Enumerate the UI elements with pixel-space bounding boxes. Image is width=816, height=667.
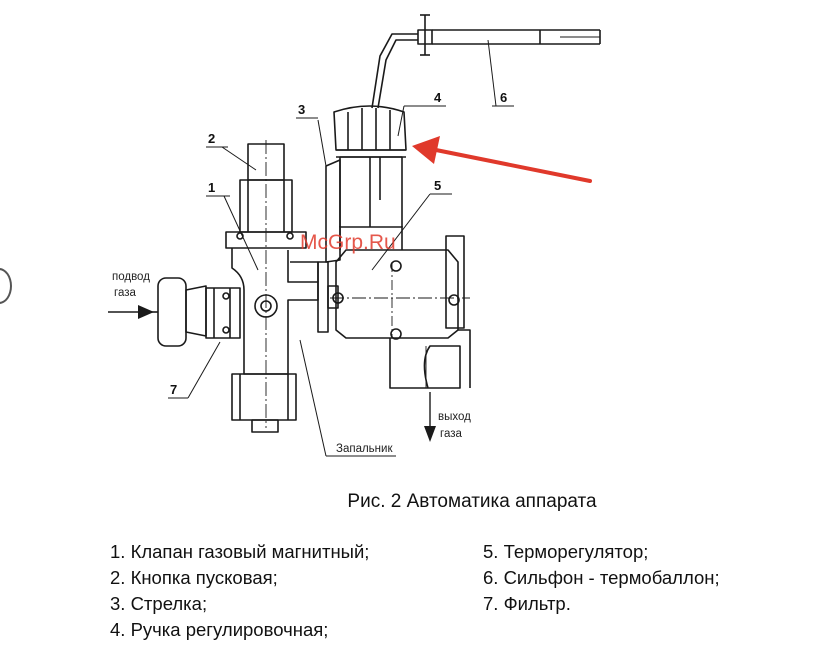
flow-labels: подвод газа выход газа Запальник xyxy=(112,271,471,455)
magnetic-valve-part xyxy=(225,231,319,433)
figure-caption: Рис. 2 Автоматика аппарата xyxy=(347,491,597,512)
gas-inlet-label-line1: подвод xyxy=(112,271,150,283)
callout-7: 7 xyxy=(170,382,177,397)
adjusting-knob-part xyxy=(333,105,407,228)
connector-part xyxy=(317,261,339,333)
legend-item: 4. Ручка регулировочная; xyxy=(110,619,329,640)
gas-outlet-label-line2: газа xyxy=(440,428,462,440)
leader-lines xyxy=(168,39,514,457)
callout-6: 6 xyxy=(500,90,507,105)
legend-right: 5. Терморегулятор; 6. Сильфон - термобал… xyxy=(483,539,720,617)
callout-2: 2 xyxy=(208,131,215,146)
legend-item: 6. Сильфон - термобаллон; xyxy=(483,567,720,588)
callout-4: 4 xyxy=(434,90,442,105)
watermark-text: McGrp.Ru xyxy=(300,231,396,254)
callout-numbers: 1 2 3 4 5 6 7 xyxy=(170,90,507,397)
pointer-part xyxy=(317,119,341,263)
legend-item: 2. Кнопка пусковая; xyxy=(110,567,278,588)
thermostat-part xyxy=(330,226,471,389)
callout-5: 5 xyxy=(434,178,441,193)
legend-item: 1. Клапан газовый магнитный; xyxy=(110,541,370,562)
callout-1: 1 xyxy=(208,180,215,195)
gas-inlet-arrow xyxy=(108,305,154,319)
thermo-bulb-part xyxy=(371,14,601,109)
legend-left: 1. Клапан газовый магнитный; 2. Кнопка п… xyxy=(110,539,369,643)
red-pointer-arrow xyxy=(412,136,592,183)
legend-item: 3. Стрелка; xyxy=(110,593,208,614)
gas-outlet-arrow xyxy=(424,392,436,442)
filter-part xyxy=(150,277,241,347)
callout-3: 3 xyxy=(298,102,305,117)
gas-inlet-label-line2: газа xyxy=(114,287,136,299)
pilot-label: Запальник xyxy=(336,443,393,455)
legend-item: 7. Фильтр. xyxy=(483,593,571,614)
gas-outlet-label-line1: выход xyxy=(438,411,471,423)
legend-item: 5. Терморегулятор; xyxy=(483,541,649,562)
start-button-part xyxy=(239,140,293,428)
